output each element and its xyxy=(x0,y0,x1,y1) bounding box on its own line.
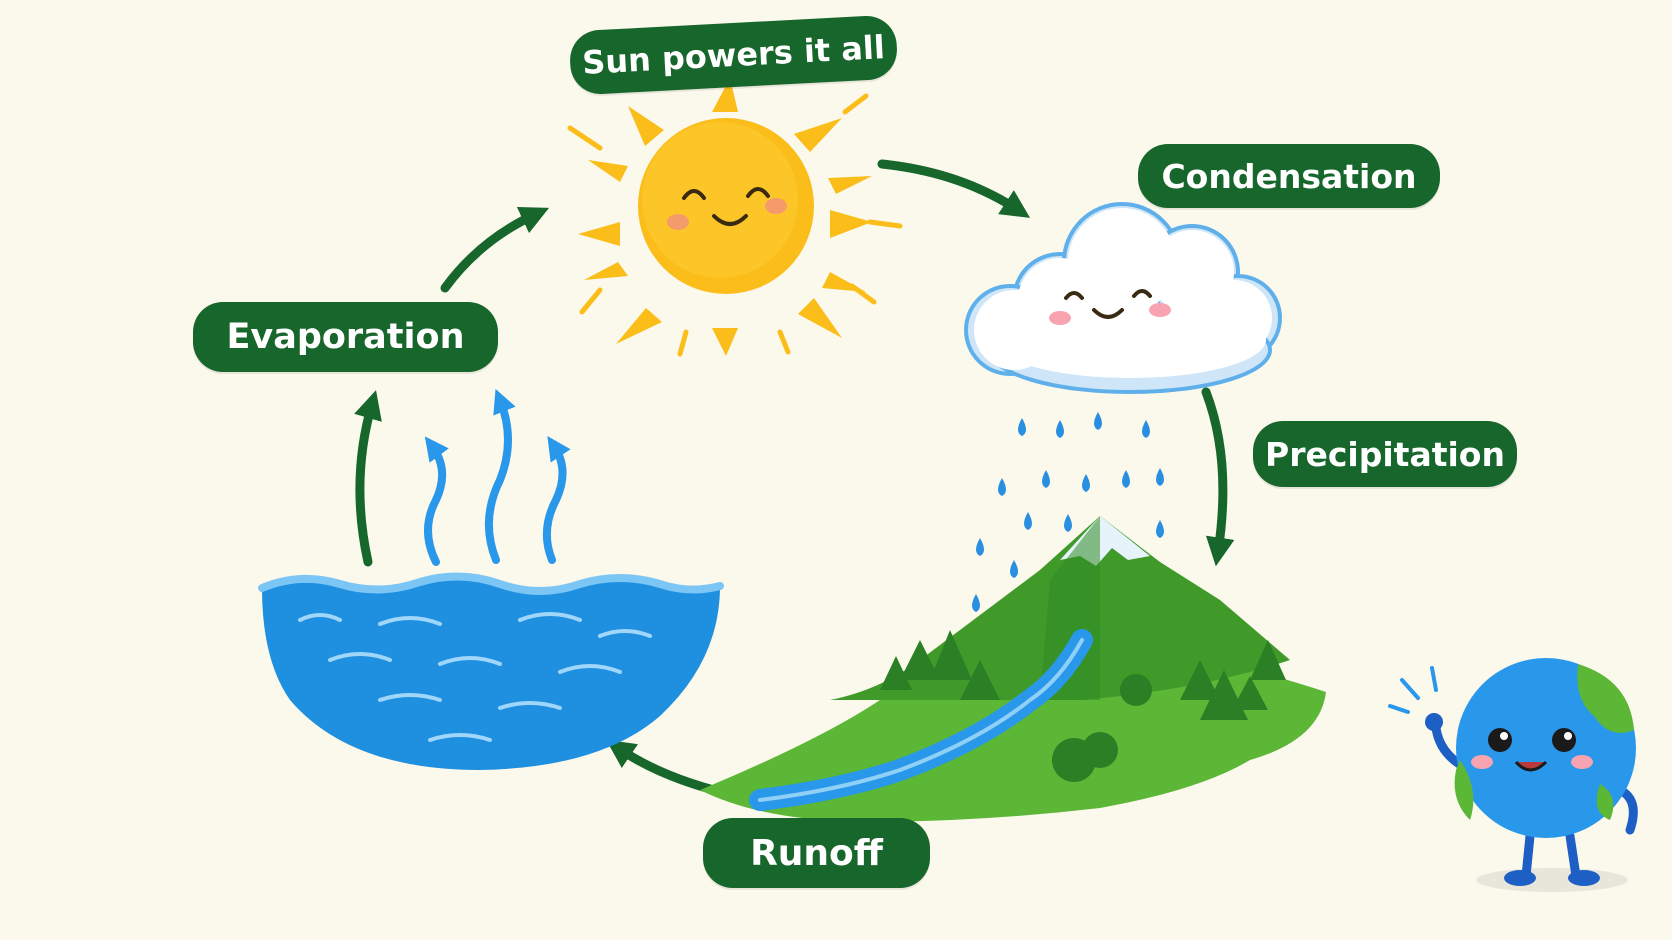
earth-mascot-icon xyxy=(1388,658,1638,892)
water-body-icon xyxy=(258,572,724,770)
arrow-evaporation-to-sun xyxy=(440,207,550,293)
mountain-landscape-icon xyxy=(700,516,1326,822)
label-precipitation: Precipitation xyxy=(1253,421,1517,487)
raindrops-icon xyxy=(972,412,1164,612)
label-runoff: Runoff xyxy=(703,818,930,888)
sun-icon xyxy=(567,78,903,357)
arrow-sun-to-cloud xyxy=(877,159,1031,218)
label-evaporation: Evaporation xyxy=(193,302,498,372)
label-condensation: Condensation xyxy=(1138,144,1440,208)
vapor-arrows-icon xyxy=(424,388,571,566)
arrow-cloud-to-land xyxy=(1201,387,1235,567)
arrow-water-to-evaporation xyxy=(354,390,382,567)
cloud-icon xyxy=(964,202,1282,394)
